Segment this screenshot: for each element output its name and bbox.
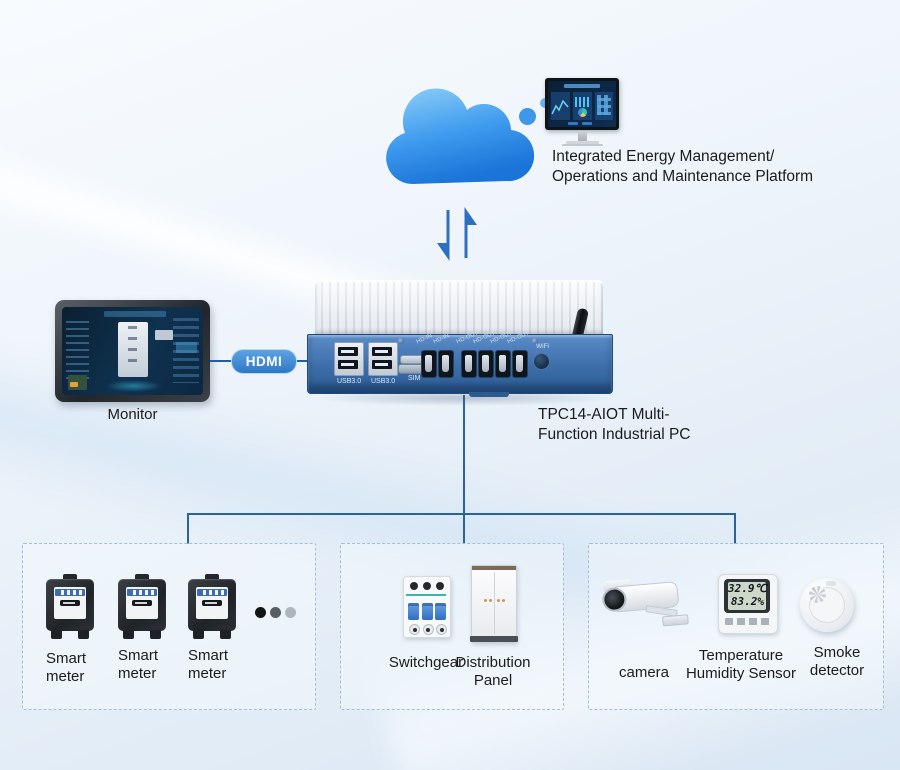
smoke-detector-label: Smoke detector xyxy=(809,644,865,679)
smart-meter-label: Smart meter xyxy=(188,647,229,682)
platform-caption: Integrated Energy Management/ Operations… xyxy=(552,147,862,187)
wifi-label: WiFi xyxy=(536,343,549,350)
bidirectional-arrows-icon xyxy=(437,207,477,261)
ellipsis-dot xyxy=(285,607,296,618)
hdmi-port-icon xyxy=(438,350,454,378)
platform-monitor-screen xyxy=(548,81,616,127)
platform-caption-line2: Operations and Maintenance Platform xyxy=(552,168,814,185)
hdmi-badge: HDMI xyxy=(231,349,297,374)
connector-drop-left xyxy=(187,513,189,544)
platform-monitor-base xyxy=(562,144,603,146)
hdmi-port-icon xyxy=(512,350,528,378)
pc-name-line1: TPC14-AIOT Multi- xyxy=(538,406,670,423)
humidity-value: 83.2% xyxy=(730,595,764,608)
screw-icon xyxy=(532,338,538,344)
pc-notch xyxy=(469,392,509,397)
ellipsis-dot xyxy=(270,607,281,618)
temperature-value: 32.9℃ xyxy=(728,582,767,595)
platform-monitor-stand xyxy=(578,131,587,141)
smart-meter-icon xyxy=(118,574,166,640)
smart-meter-label: Smart meter xyxy=(118,647,159,682)
industrial-pc-icon: USB3.0 USB3.0 SIM HD-IN HD-IN HD-OUT HD-… xyxy=(303,278,615,406)
hdmi-port-icon xyxy=(495,350,511,378)
monitor-icon xyxy=(55,300,210,402)
hdmi-port-label: HD-IN xyxy=(415,332,434,345)
camera-label: camera xyxy=(618,664,670,681)
sim-label: SIM xyxy=(408,375,421,382)
temperature-humidity-sensor-icon: 32.9℃ 83.2% xyxy=(718,574,778,634)
screw-icon xyxy=(398,338,404,344)
smart-meter-icon xyxy=(188,574,236,640)
platform-monitor-base xyxy=(566,141,599,144)
pc-name: TPC14-AIOT Multi- Function Industrial PC xyxy=(538,405,788,445)
pc-front-panel: USB3.0 USB3.0 SIM HD-IN HD-IN HD-OUT HD-… xyxy=(307,330,613,394)
connector-drop-right xyxy=(734,513,736,544)
group-sensors: 32.9℃ 83.2% camera Temperature Humidity … xyxy=(588,543,884,710)
cloud-icon xyxy=(386,88,535,184)
group-power-equipment: Switchgear Distribution Panel xyxy=(340,543,564,710)
smoke-detector-icon xyxy=(800,578,854,632)
hdmi-port-icon xyxy=(461,350,477,378)
smart-meter-label: Smart meter xyxy=(46,650,87,685)
distribution-panel-icon xyxy=(470,565,518,643)
smart-meter-icon xyxy=(46,574,94,640)
camera-icon xyxy=(599,572,690,637)
platform-caption-line1: Integrated Energy Management/ xyxy=(552,148,775,165)
usb-port-icon xyxy=(334,342,364,376)
switchgear-label: Switchgear xyxy=(388,654,464,671)
connector-bus xyxy=(187,513,736,515)
usb-label: USB3.0 xyxy=(371,378,396,385)
pc-name-line2: Function Industrial PC xyxy=(538,426,691,443)
ellipsis-dot xyxy=(255,607,266,618)
hdmi-port-icon xyxy=(421,350,437,378)
usb-label: USB3.0 xyxy=(337,378,362,385)
wifi-button-icon xyxy=(533,353,550,370)
switchgear-icon xyxy=(403,576,451,638)
cloud-bubble-large xyxy=(519,108,536,125)
platform-monitor-icon xyxy=(545,78,619,130)
monitor-screen xyxy=(62,307,203,395)
connector-pc-down xyxy=(463,395,465,514)
monitor-label: Monitor xyxy=(107,406,158,423)
pc-heatsink xyxy=(315,280,603,335)
hdmi-port-icon xyxy=(478,350,494,378)
temperature-sensor-label: Temperature Humidity Sensor xyxy=(685,647,797,682)
distribution-panel-label: Distribution Panel xyxy=(455,654,531,689)
connector-drop-center xyxy=(463,513,465,544)
group-smart-meters: Smart meter Smart meter Smart meter xyxy=(22,543,316,710)
usb-port-icon xyxy=(368,342,398,376)
hdmi-port-label: HD-IN xyxy=(432,332,451,345)
